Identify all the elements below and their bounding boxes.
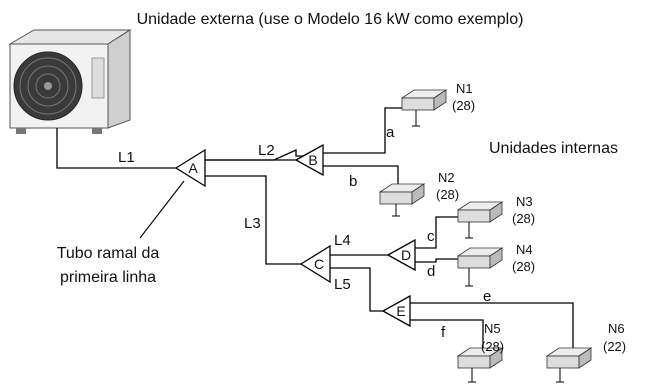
indoor-unit-n4-id: N4: [516, 242, 533, 257]
indoor-unit-n2-id: N2: [438, 170, 455, 185]
branch-joint-a: A: [174, 148, 206, 188]
pipe-a: [323, 107, 410, 154]
indoor-unit-n1: [400, 89, 448, 127]
branch-callout-line2: primeira linha: [60, 269, 156, 286]
outdoor-unit: [8, 29, 132, 134]
indoor-unit-n2-capacity: (28): [436, 187, 459, 202]
indoor-unit-n6: [545, 347, 593, 383]
pipe-l3: [203, 175, 301, 265]
branch-joint-d: D: [386, 238, 416, 272]
indoor-unit-n1-id: N1: [456, 81, 473, 96]
pipe-b: [323, 165, 399, 186]
callout-leader-line: [139, 180, 185, 239]
indoor-unit-n3: [456, 201, 504, 239]
indoor-unit-n3-capacity: (28): [512, 211, 535, 226]
joint-c-label: C: [314, 256, 324, 272]
pipe-network: [56, 107, 574, 352]
pipe-label-l5: L5: [334, 276, 351, 293]
branch-callout-line1: Tubo ramal da: [57, 245, 160, 262]
indoor-unit-n4-capacity: (28): [512, 259, 535, 274]
pipe-label-d: d: [427, 263, 435, 280]
pipe-label-e: e: [483, 288, 491, 305]
indoor-unit-n5: [456, 347, 504, 383]
indoor-units-label: Unidades internas: [489, 140, 618, 157]
indoor-unit-n6-capacity: (22): [603, 339, 626, 354]
joint-b-label: B: [308, 152, 317, 168]
pipe-label-l2: L2: [258, 142, 275, 159]
indoor-unit-n2: [378, 183, 426, 217]
pipe-d: [415, 258, 468, 263]
indoor-unit-n1-capacity: (28): [452, 98, 475, 113]
pipe-l1: [56, 128, 176, 169]
pipe-e: [410, 302, 574, 352]
pipe-label-l4: L4: [334, 232, 351, 249]
branch-joint-e: E: [381, 294, 411, 328]
indoor-unit-n5-id: N5: [484, 321, 501, 336]
pipe-l5: [330, 267, 385, 312]
indoor-unit-n6-id: N6: [608, 321, 625, 336]
joint-e-label: E: [396, 303, 405, 319]
diagram-title: Unidade externa (use o Modelo 16 kW como…: [137, 11, 524, 28]
pipe-label-b: b: [349, 173, 357, 190]
pipe-label-a: a: [386, 124, 395, 141]
pipe-label-l1: L1: [118, 149, 135, 166]
pipe-f: [410, 319, 484, 350]
joint-d-label: D: [401, 247, 411, 263]
indoor-unit-n3-id: N3: [516, 194, 533, 209]
indoor-unit-n4: [456, 247, 504, 287]
pipe-label-l3: L3: [244, 215, 261, 232]
branch-joint-c: C: [299, 244, 331, 284]
joint-a-label: A: [188, 160, 198, 176]
indoor-unit-n5-capacity: (28): [481, 339, 504, 354]
pipe-c: [415, 216, 468, 249]
pipe-label-f: f: [441, 324, 446, 341]
pipe-label-c: c: [427, 228, 435, 245]
branch-joint-b: B: [294, 143, 324, 177]
